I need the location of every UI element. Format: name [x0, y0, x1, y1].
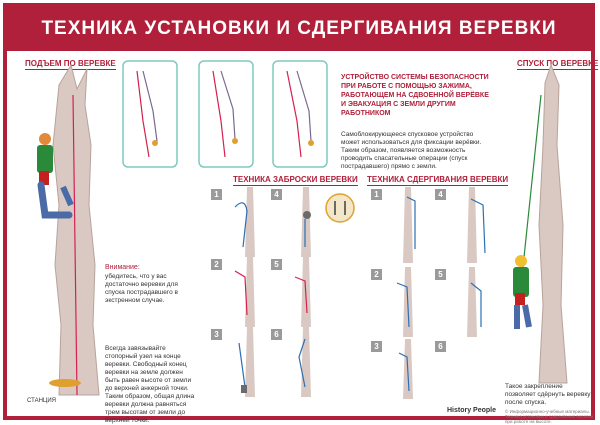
footer-note: © Информационно-учебные материалы. Техни…: [505, 409, 594, 424]
throw-step-6-badge: 6: [271, 329, 282, 340]
throw-step-4-badge: 4: [271, 189, 282, 200]
pull-step-2-badge: 2: [371, 269, 382, 280]
ascent-illustration: [37, 63, 100, 396]
descent-caption: Такое закрепление позволяет сдёрнуть вер…: [505, 383, 591, 406]
pull-step-2-diagram: [396, 267, 413, 337]
throw-step-5-diagram: [294, 257, 311, 327]
section-throw-label: ТЕХНИКА ЗАБРОСКИ ВЕРЕВКИ: [233, 175, 358, 184]
knot-diagram-3: [272, 60, 328, 168]
pull-step-5-diagram: [467, 267, 482, 337]
poster: ТЕХНИКА УСТАНОВКИ И СДЕРГИВАНИЯ ВЕРЕВКИ …: [3, 3, 599, 424]
section-pull-label: ТЕХНИКА СДЕРГИВАНИЯ ВЕРЕВКИ: [367, 175, 509, 184]
carabiner-closeup-icon: [325, 193, 355, 223]
throw-step-1-badge: 1: [211, 189, 222, 200]
pull-step-3-badge: 3: [371, 341, 382, 352]
warning-heading: Внимание:: [105, 264, 140, 271]
knot-diagram-2: [198, 60, 254, 168]
pull-step-1-diagram: [403, 187, 416, 263]
knot-instructions: Всегда завязывайте стопорный узел на кон…: [105, 345, 195, 424]
pull-step-1-badge: 1: [371, 189, 382, 200]
pull-step-4-badge: 4: [435, 189, 446, 200]
poster-title: ТЕХНИКА УСТАНОВКИ И СДЕРГИВАНИЯ ВЕРЕВКИ: [7, 7, 591, 51]
descent-illustration: [513, 63, 568, 384]
knot-diagram-1: [122, 60, 178, 168]
pull-step-5-badge: 5: [435, 269, 446, 280]
throw-step-4-diagram: [301, 187, 311, 257]
brand-logo: History People: [447, 407, 497, 414]
throw-step-1-diagram: [234, 187, 255, 257]
throw-step-3-diagram: [238, 327, 255, 397]
pull-step-6-badge: 6: [435, 341, 446, 352]
throw-step-5-badge: 5: [271, 259, 282, 270]
throw-step-6-diagram: [298, 327, 311, 397]
throw-step-3-badge: 3: [211, 329, 222, 340]
station-label: СТАНЦИЯ: [27, 398, 57, 404]
pull-step-4-diagram: [467, 187, 486, 263]
warning-text: убедитесь, что у вас достаточно веревки …: [105, 273, 178, 304]
section-ascent-label: ПОДЪЕМ ПО ВЕРЕВКЕ: [25, 59, 116, 68]
center-description: Самоблокирующееся спусковое устройство м…: [341, 131, 482, 170]
throw-step-2-badge: 2: [211, 259, 222, 270]
pull-step-3-diagram: [398, 339, 413, 399]
throw-step-2-diagram: [234, 257, 255, 327]
section-descent-label: СПУСК ПО ВЕРЕВКЕ: [517, 59, 599, 68]
system-note-heading: УСТРОЙСТВО СИСТЕМЫ БЕЗОПАСНОСТИ ПРИ РАБО…: [341, 74, 489, 117]
